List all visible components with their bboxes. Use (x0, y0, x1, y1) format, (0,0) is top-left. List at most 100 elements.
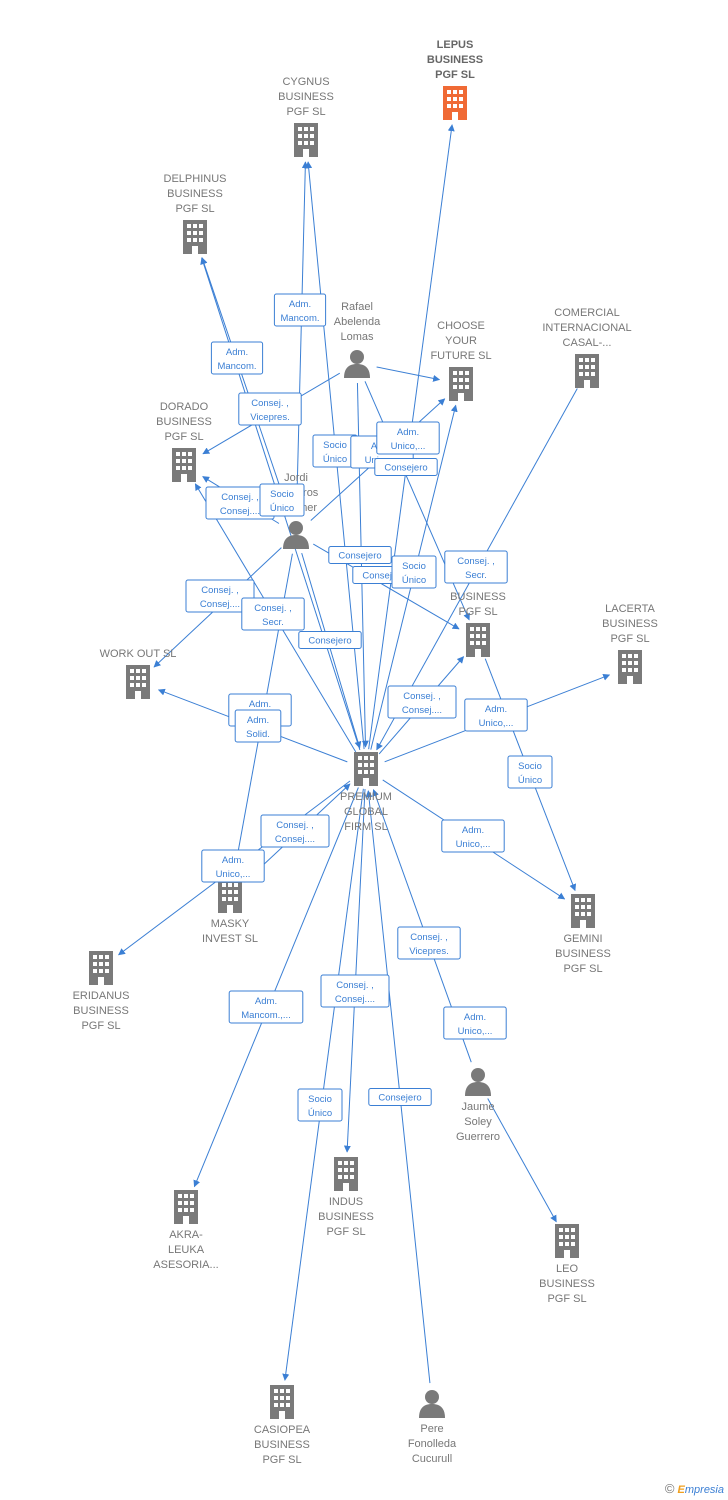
node-label-cygnus: CYGNUS (282, 76, 329, 88)
edge-pere-to-premium (365, 790, 431, 1384)
node-label-gemini: GEMINI (563, 933, 602, 945)
node-comercial[interactable]: COMERCIALINTERNACIONALCASAL-... (542, 307, 632, 388)
badge-text: Único (323, 454, 347, 465)
building-icon (354, 752, 378, 786)
node-label-delphinus: PGF SL (175, 203, 214, 215)
node-label-pere: Cucurull (412, 1453, 452, 1465)
badge-text: Unico,... (216, 869, 251, 880)
person-icon (465, 1068, 491, 1096)
node-label-akra: AKRA- (169, 1229, 203, 1241)
relation-badge[interactable]: Consej. ,Vicepres. (238, 392, 302, 426)
edge-jordi-to-delphinus (200, 257, 291, 516)
relation-badge[interactable]: Adm.Solid. (234, 709, 282, 743)
relation-badge[interactable]: Adm.Mancom. (273, 293, 327, 327)
badge-text: Consej. , (221, 492, 259, 503)
node-label-jordi: Jordi (284, 472, 308, 484)
node-label-leo: LEO (556, 1263, 578, 1275)
node-label-casiopea: BUSINESS (254, 1439, 310, 1451)
relation-badge[interactable]: Consejero (298, 631, 362, 649)
building-icon (270, 1385, 294, 1419)
badges-layer: Adm.Mancom. Adm.Mancom. Consej. ,Vicepres.… (185, 293, 553, 1122)
relation-badge[interactable]: Adm.Mancom. (210, 341, 264, 375)
node-label-eridanus: ERIDANUS (73, 990, 130, 1002)
relation-badge[interactable]: Consejero (374, 458, 438, 476)
badge-text: Consej.... (335, 994, 375, 1005)
node-label-choose: CHOOSE (437, 320, 485, 332)
node-label-bus: PGF SL (458, 606, 497, 618)
relation-badge[interactable]: Consej. ,Consej.... (260, 814, 330, 848)
relation-badge[interactable]: Consejero (368, 1088, 432, 1106)
relation-badge[interactable]: Adm.Unico,... (443, 1006, 507, 1040)
copyright-icon: © (664, 1481, 675, 1496)
badge-text: Consej. , (457, 556, 495, 567)
node-label-rafael: Abelenda (334, 316, 381, 328)
node-label-pere: Fonolleda (408, 1438, 457, 1450)
relation-badge[interactable]: Adm.Mancom.,... (228, 990, 304, 1024)
node-label-choose: FUTURE SL (430, 350, 491, 362)
building-icon (183, 220, 207, 254)
building-icon (174, 1190, 198, 1224)
relation-badge[interactable]: Consej. ,Consej.... (185, 579, 255, 613)
node-label-indus: PGF SL (326, 1226, 365, 1238)
relation-badge[interactable]: Consej. , Secr. (444, 550, 508, 584)
edge-jordi-to-premium (301, 553, 362, 749)
badge-text: Consejero (308, 636, 351, 647)
relation-badge[interactable]: Adm.Unico,... (376, 421, 440, 455)
node-akra[interactable]: AKRA-LEUKAASESORIA... (153, 1190, 219, 1271)
footer-brand[interactable]: © Empresia (665, 1481, 724, 1496)
edge-premium-to-casiopea (282, 788, 364, 1381)
badge-text: Consej. , (403, 691, 441, 702)
relation-badge[interactable]: Consej. ,Consej.... (205, 486, 275, 520)
person-icon (283, 521, 309, 549)
relation-badge[interactable]: Consejero (328, 546, 392, 564)
relation-badge[interactable]: Consej. ,Consej.... (320, 974, 390, 1008)
relation-badge[interactable]: Adm. Unico,... (201, 849, 265, 883)
node-label-indus: INDUS (329, 1196, 363, 1208)
relation-badge[interactable]: Consej. ,Consej.... (387, 685, 457, 719)
badge-text: Consejero (338, 551, 381, 562)
node-label-gemini: BUSINESS (555, 948, 611, 960)
building-icon (449, 367, 473, 401)
badge-text: Único (308, 1108, 332, 1119)
relation-badge[interactable]: Consej. ,Vicepres. (397, 926, 461, 960)
relation-badge[interactable]: Adm.Unico,... (441, 819, 505, 853)
badge-text: Socio (402, 561, 426, 572)
node-label-leo: BUSINESS (539, 1278, 595, 1290)
badge-text: Secr. (465, 570, 487, 581)
badge-text: Consej. , (254, 603, 292, 614)
badge-text: Consej. , (276, 820, 314, 831)
edge-jordi-to-cygnus (296, 161, 309, 515)
node-label-premium: GLOBAL (344, 806, 388, 818)
relation-badge[interactable]: Consej. ,Secr. (241, 597, 305, 631)
node-label-jaume: Jaume (461, 1101, 494, 1113)
badge-text: Adm. (222, 855, 244, 866)
node-workout[interactable]: WORK OUT SL (100, 648, 177, 699)
node-label-dorado: BUSINESS (156, 416, 212, 428)
building-icon (571, 894, 595, 928)
relation-badge[interactable]: Adm.Unico,... (464, 698, 528, 732)
node-label-masky: INVEST SL (202, 933, 258, 945)
